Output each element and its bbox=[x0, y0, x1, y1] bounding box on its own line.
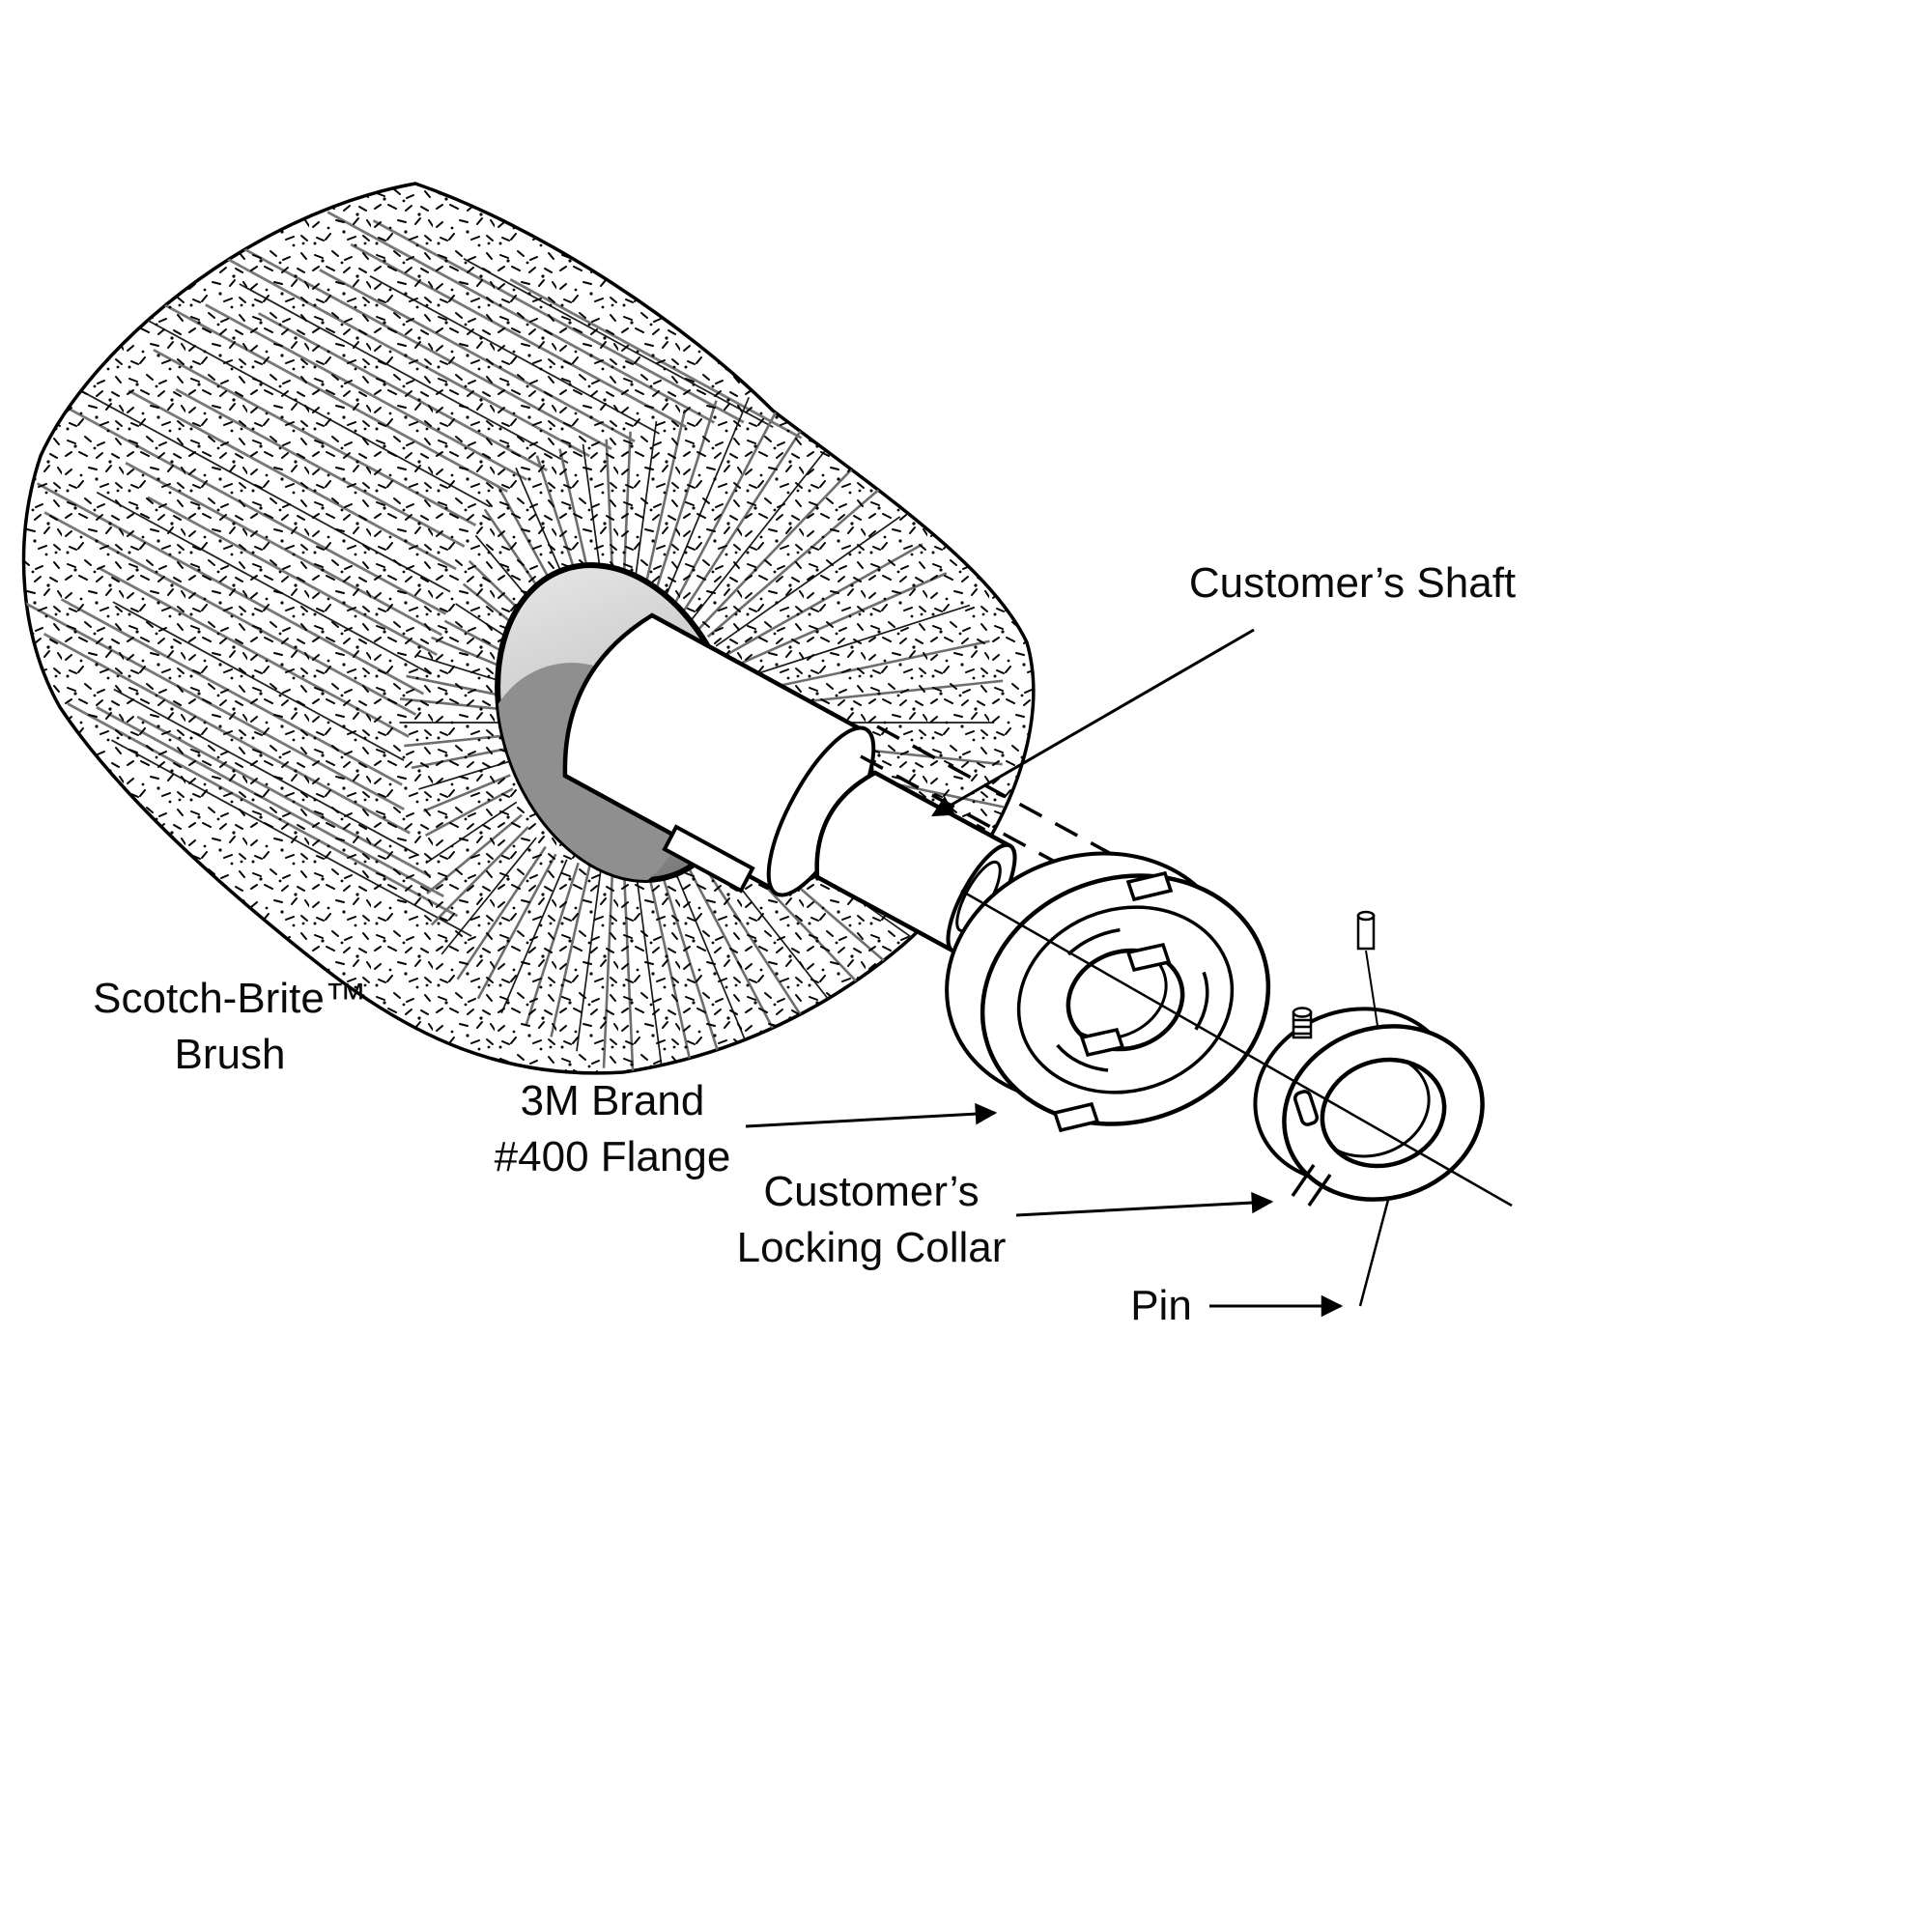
pin-hole-leader-line bbox=[1358, 1199, 1390, 1307]
flange-step-ring bbox=[1016, 905, 1235, 1094]
shaft-key-tab bbox=[662, 824, 755, 894]
flange-bottom-tab bbox=[1052, 1101, 1100, 1133]
flange-keyway-bottom bbox=[1079, 1027, 1125, 1058]
shaft-leader-arrow bbox=[931, 628, 1255, 817]
set-screw-illustration bbox=[1292, 1007, 1313, 1039]
labels: Customer’s Shaft Scotch-Brite™ Brush 3M … bbox=[93, 559, 1516, 1329]
collar-label-line2: Locking Collar bbox=[737, 1224, 1007, 1271]
collar-label-line1: Customer’s bbox=[763, 1168, 979, 1215]
brush-label-line1: Scotch-Brite™ bbox=[93, 975, 367, 1022]
collar-leader-arrow bbox=[1015, 1191, 1274, 1217]
flange-label-line2: #400 Flange bbox=[495, 1133, 731, 1180]
flange-label-line1: 3M Brand bbox=[521, 1077, 705, 1124]
flange-leader-arrow bbox=[745, 1102, 998, 1128]
collar-key-slot bbox=[1293, 1090, 1320, 1126]
pin-label: Pin bbox=[1130, 1282, 1192, 1329]
collar-illustration bbox=[1253, 1007, 1485, 1207]
pin-to-collar-line bbox=[1365, 950, 1378, 1027]
flange-top-tab bbox=[1125, 870, 1174, 902]
brush-label-line2: Brush bbox=[175, 1031, 286, 1078]
shaft-label: Customer’s Shaft bbox=[1189, 559, 1516, 607]
assembly-centerline bbox=[960, 889, 1513, 1208]
flange-keyway-top bbox=[1125, 942, 1172, 973]
collar-clamp-gap bbox=[1291, 1164, 1332, 1207]
leader-lines bbox=[745, 628, 1344, 1318]
flange-illustration bbox=[945, 851, 1271, 1133]
pin-illustration bbox=[1356, 910, 1378, 1027]
flange-slot-arcs bbox=[1041, 926, 1209, 1073]
brush-illustration bbox=[21, 182, 1036, 1075]
